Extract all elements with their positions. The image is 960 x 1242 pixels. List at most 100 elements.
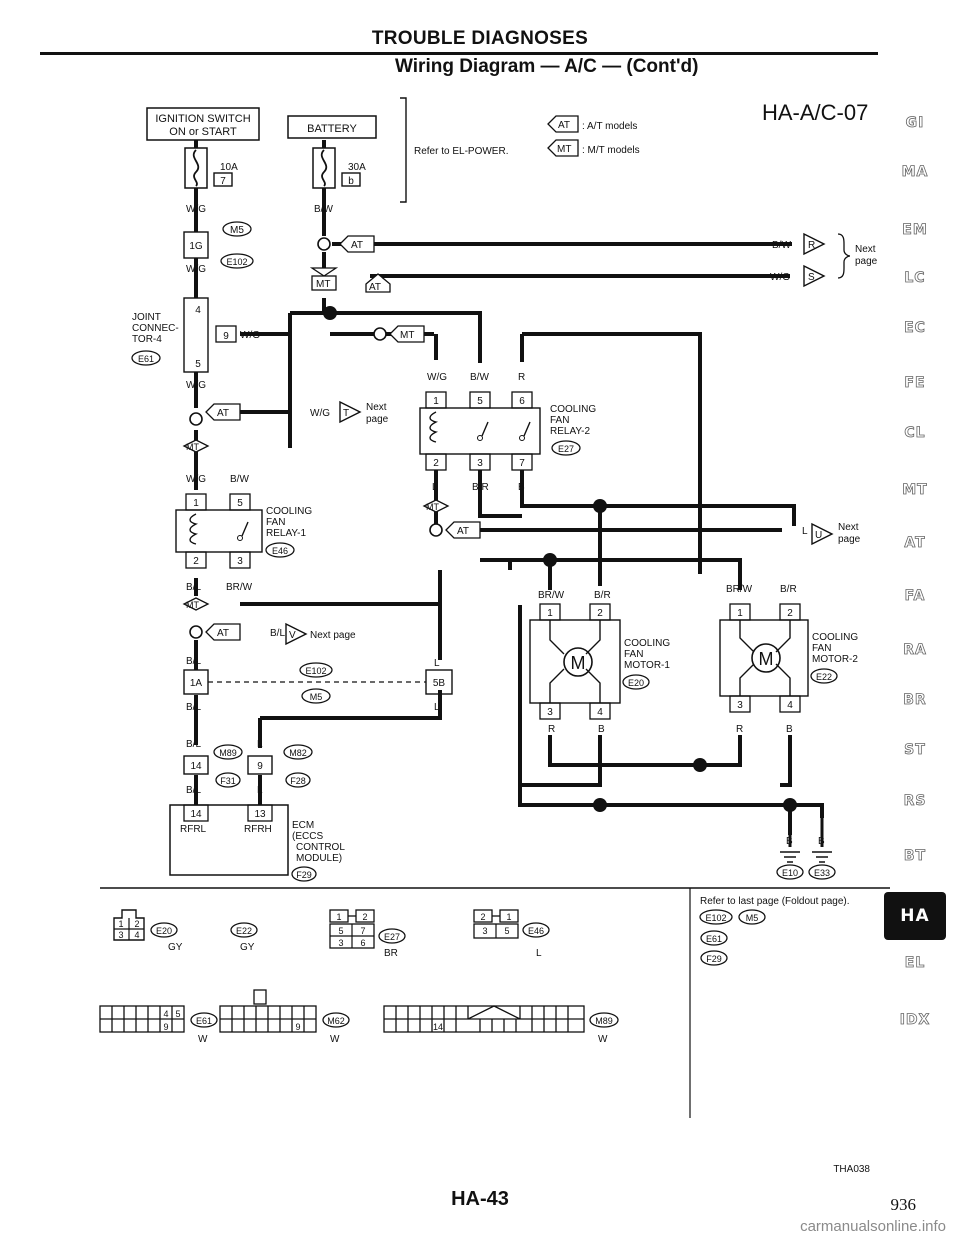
connector-view-m89 (383, 1005, 585, 1033)
side-tab-fa[interactable]: FA (904, 588, 926, 605)
side-tab-br[interactable]: BR (903, 692, 927, 709)
lbl-bl-2: B/L (270, 628, 285, 639)
cv4-p9: 9 (163, 1022, 168, 1032)
refer-last-text: Refer to last page (Foldout page). (700, 896, 850, 907)
cv4-e61: E61 (196, 1016, 212, 1026)
lbl-r-1: R (518, 372, 525, 383)
ecm-pin-13: 13 (254, 809, 266, 820)
connector-e102-m5: 1A 5B E102 M5 (183, 662, 453, 704)
cv2-p3: 3 (338, 938, 343, 948)
relay2-line-2: FAN (550, 415, 569, 426)
cv4-p4: 4 (163, 1009, 168, 1019)
side-tab-ec[interactable]: EC (904, 320, 926, 337)
ecm-module: 14 13 RFRL RFRH ECM (ECCS CONTROL MODULE… (169, 804, 345, 882)
refer-last-page: Refer to last page (Foldout page). E102 … (699, 896, 850, 966)
lbl-l-1: L (432, 482, 438, 493)
lbl-b-1: B (518, 482, 525, 493)
lbl-bw-4: B/W (772, 240, 791, 251)
ecm-line-1: ECM (292, 820, 314, 831)
lbl-bl-3: B/L (186, 656, 201, 667)
relay1-line-1: COOLING (266, 506, 312, 517)
pin-4: 4 (195, 305, 201, 316)
lbl-br-1: B/R (472, 482, 489, 493)
side-tab-em[interactable]: EM (902, 222, 928, 239)
connector-view-m62 (219, 989, 317, 1033)
cv5-m62: M62 (327, 1016, 345, 1026)
diagram-code: THA038 (833, 1164, 870, 1175)
option-badges: AT MT AT MT AT MT MT AT MT AT (182, 235, 481, 641)
battery-label: BATTERY (307, 123, 357, 135)
lbl-wg-1: W/G (186, 204, 206, 215)
r2-pin-6: 6 (519, 396, 525, 407)
side-tab-mt[interactable]: MT (902, 482, 928, 499)
side-tab-ha[interactable]: HA (884, 892, 946, 940)
lbl-wg-6: W/G (427, 372, 447, 383)
page-subtitle: Wiring Diagram — A/C — (Cont'd) (395, 56, 699, 77)
side-tab-el[interactable]: EL (904, 955, 926, 972)
r2-pin-5: 5 (477, 396, 483, 407)
lbl-l-6: L (802, 526, 808, 537)
lbl-bl-6: B/L (186, 785, 201, 796)
lbl-bl-4: B/L (186, 702, 201, 713)
joint-connector-4 (183, 297, 209, 373)
ecm-line-3: CONTROL (296, 842, 345, 853)
lbl-r-3: R (736, 724, 743, 735)
next-page-label-4: Next page (310, 630, 356, 641)
badge-mt-5: MT (186, 600, 199, 610)
side-tab-idx[interactable]: IDX (899, 1012, 931, 1029)
cv6-p14: 14 (433, 1022, 443, 1032)
r2-pin-3: 3 (477, 458, 483, 469)
fuse-10a-rating: 10A (220, 162, 238, 173)
r2-pin-7: 7 (519, 458, 525, 469)
wires (194, 140, 796, 835)
motor2-line-1: COOLING (812, 632, 858, 643)
ref-e61: E61 (706, 934, 722, 944)
m2-pin-4: 4 (787, 700, 793, 711)
m1-pin-1: 1 (547, 608, 553, 619)
ignition-switch-label-2: ON or START (169, 126, 237, 138)
legend-mt: MT (557, 144, 571, 155)
cv1-p2: 2 (134, 919, 139, 929)
connector-view-e27: 1 2 5 7 3 6 E27 BR (329, 909, 406, 959)
side-tab-lc[interactable]: LC (904, 270, 926, 287)
next-label-2: Next (366, 402, 387, 413)
conn-m89: M89 (219, 748, 237, 758)
lbl-bw-1: B/W (314, 204, 333, 215)
pin-5-joint: 5 (195, 359, 201, 370)
motor2-line-2: FAN (812, 643, 831, 654)
grounds: E10 E33 (776, 803, 836, 880)
legend-mt-text: : M/T models (582, 145, 640, 156)
side-tab-fe[interactable]: FE (904, 375, 926, 392)
cooling-fan-relay-1: 1 5 2 3 COOLING FAN RELAY-1 E46 (175, 493, 312, 569)
lbl-l-2: L (434, 658, 440, 669)
pin-14-a: 14 (190, 761, 202, 772)
cv3-p3: 3 (482, 926, 487, 936)
relay1-line-2: FAN (266, 517, 285, 528)
side-tab-at[interactable]: AT (904, 535, 926, 552)
cv2-p5: 5 (338, 926, 343, 936)
side-tab-cl[interactable]: CL (904, 425, 926, 442)
header-rule (40, 52, 878, 55)
conn-e27: E27 (558, 444, 574, 454)
badge-mt-3: MT (186, 442, 199, 452)
cv2-p6: 6 (360, 938, 365, 948)
marker-s: S (808, 272, 815, 283)
side-tab-gi[interactable]: GI (905, 115, 925, 132)
m2-pin-3: 3 (737, 700, 743, 711)
next-label-1: Next (855, 244, 876, 255)
side-tab-ra[interactable]: RA (903, 642, 927, 659)
ecm-rfrl: RFRL (180, 824, 207, 835)
page-number: 936 (890, 1195, 917, 1214)
pin-9-joint: 9 (223, 331, 229, 342)
badge-mt-1: MT (316, 279, 330, 290)
side-tab-bt[interactable]: BT (903, 848, 927, 865)
side-tab-ma[interactable]: MA (901, 164, 929, 181)
refer-power: Refer to EL-POWER. (414, 146, 508, 157)
watermark: carmanualsonline.info (800, 1218, 946, 1235)
r2-pin-1: 1 (433, 396, 439, 407)
lbl-r-2: R (548, 724, 555, 735)
page-label: HA-43 (451, 1188, 509, 1210)
side-tab-rs[interactable]: RS (903, 793, 927, 810)
motor1-line-3: MOTOR-1 (624, 660, 670, 671)
side-tab-st[interactable]: ST (904, 742, 926, 759)
